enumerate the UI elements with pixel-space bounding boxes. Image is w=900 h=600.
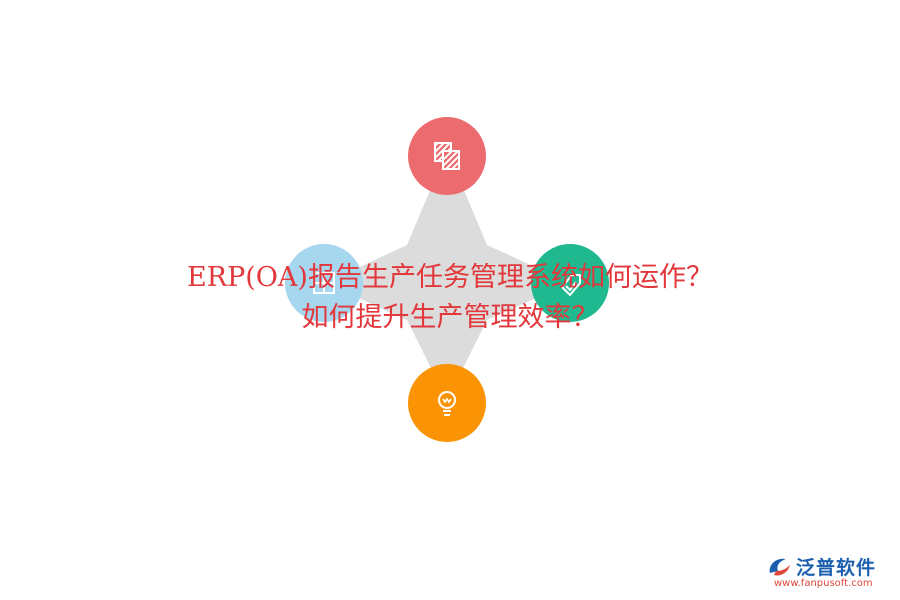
brand-url: www.fanpusoft.com [774, 578, 873, 589]
right-node [531, 244, 609, 322]
brand-logo: 泛普软件 www.fanpusoft.com [766, 553, 894, 593]
headline: ERP(OA)报告生产任务管理系统如何运作？ 如何提升生产管理效率？ [100, 258, 800, 338]
headline-line-2: 如何提升生产管理效率？ [301, 302, 599, 333]
left-node [285, 244, 363, 322]
bottom-node [408, 364, 486, 442]
top-node [408, 117, 486, 195]
lightbulb-icon [429, 385, 465, 421]
tag-check-icon [552, 265, 588, 301]
striped-document-icon [429, 138, 465, 174]
grid-chart-icon [306, 265, 342, 301]
brand-name: 泛普软件 [796, 557, 877, 579]
brand-mark-icon [766, 555, 792, 583]
headline-line-1: ERP(OA)报告生产任务管理系统如何运作？ [187, 262, 713, 293]
